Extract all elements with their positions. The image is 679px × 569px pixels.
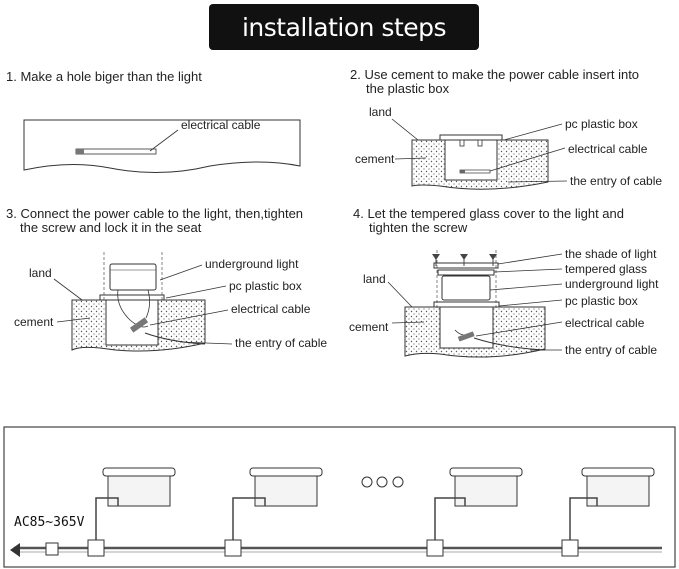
- leader-d2-cable: [489, 147, 566, 172]
- inline-connector: [45, 542, 59, 556]
- label-d2-box: pc plastic box: [565, 117, 638, 131]
- step-2-line1: 2. Use cement to make the power cable in…: [350, 67, 640, 82]
- leader-d3-cable: [149, 309, 229, 326]
- label-d3-land: land: [29, 266, 52, 280]
- cement-block-2: [411, 139, 549, 190]
- label-d1-cable: electrical cable: [181, 118, 261, 132]
- light-3: [109, 263, 157, 291]
- label-d3-light: underground light: [205, 257, 299, 271]
- step-3-line2: the screw and lock it in the seat: [20, 220, 202, 235]
- cable-end-icon: [10, 543, 20, 557]
- label-d3-cable: electrical cable: [231, 302, 311, 316]
- label-d4-land: land: [363, 272, 386, 286]
- wiring-frame: [3, 426, 676, 568]
- label-d2-cement: cement: [355, 152, 395, 166]
- leader-d4-box: [498, 299, 563, 307]
- leader-d4-cement: [391, 321, 425, 324]
- label-d3-cement: cement: [14, 315, 54, 329]
- step-3-diagram: [53, 252, 233, 352]
- leader-d4-cable: [475, 321, 563, 337]
- shade-4: [433, 262, 499, 269]
- box-rim-3: [99, 294, 165, 301]
- box-rim-2: [439, 134, 503, 141]
- step-2-text: 2. Use cement to make the power cable in…: [350, 68, 639, 96]
- leader-d4-shade: [497, 253, 563, 265]
- label-d4-glass: tempered glass: [565, 262, 648, 276]
- step-1-text: 1. Make a hole biger than the light: [6, 69, 202, 84]
- step-2-line2: the plastic box: [366, 81, 450, 96]
- label-d4-entry: the entry of cable: [565, 343, 658, 357]
- leader-d3-box: [165, 285, 227, 299]
- leader-d2-cement: [394, 157, 427, 160]
- label-d2-cable: electrical cable: [568, 142, 648, 156]
- leader-d4-light: [489, 283, 563, 291]
- leader-d3-entry: [179, 341, 233, 345]
- plastic-box-3: [105, 299, 159, 346]
- cement-block-3: [71, 299, 206, 352]
- screw-icon: [432, 254, 440, 266]
- step-4-diagram: [387, 250, 563, 358]
- cable-1-tip: [76, 149, 84, 154]
- hole-outline: [23, 119, 301, 174]
- ellipsis-circle: [376, 476, 388, 488]
- step-3-text: 3. Connect the power cable to the light,…: [6, 207, 303, 235]
- leader-d3-land: [53, 278, 83, 301]
- leader-d1-cable: [149, 129, 179, 152]
- screw-icon: [460, 254, 468, 266]
- plastic-box-4: [439, 306, 494, 349]
- label-d4-cable: electrical cable: [565, 316, 645, 330]
- leader-d2-entry: [507, 180, 568, 183]
- connector-3: [129, 317, 149, 333]
- leader-d4-glass: [493, 268, 563, 273]
- light-4: [441, 275, 491, 301]
- leader-d2-box: [503, 123, 563, 141]
- voltage-label: AC85~365V: [14, 515, 85, 530]
- label-d4-box: pc plastic box: [565, 294, 638, 308]
- leader-d4-land: [387, 281, 413, 308]
- step-3-line1: 3. Connect the power cable to the light,…: [6, 206, 304, 221]
- step-4-text: 4. Let the tempered glass cover to the l…: [353, 207, 624, 235]
- page-title: installation steps: [241, 12, 447, 42]
- wiring-diagram: [3, 426, 676, 568]
- ellipsis-circle: [392, 476, 404, 488]
- label-d3-box: pc plastic box: [229, 279, 302, 293]
- ellipsis-circle: [361, 476, 373, 488]
- label-d2-land: land: [369, 105, 392, 119]
- wire-3a: [117, 289, 149, 328]
- tempered-glass-4: [437, 269, 495, 276]
- box-rim-4: [433, 301, 500, 308]
- step-4-line1: 4. Let the tempered glass cover to the l…: [353, 206, 625, 221]
- lamp-unit-2: [224, 467, 323, 557]
- lamp-unit-1: [87, 467, 176, 557]
- label-d4-light: underground light: [565, 277, 659, 291]
- leader-d3-cement: [56, 317, 91, 323]
- label-d3-entry: the entry of cable: [235, 336, 328, 350]
- label-d4-cement: cement: [349, 320, 389, 334]
- step-1-diagram: [23, 119, 301, 174]
- cable-1: [75, 148, 157, 155]
- cable-4: [473, 337, 546, 351]
- label-d2-entry: the entry of cable: [570, 174, 663, 188]
- connector-4: [457, 331, 475, 342]
- step-4-line2: tighten the screw: [369, 220, 468, 235]
- lamp-unit-4: [561, 467, 655, 557]
- plastic-box-2: [444, 139, 498, 181]
- wire-3b: [145, 289, 150, 319]
- leader-d3-light: [159, 264, 203, 281]
- leader-d2-land: [391, 118, 419, 141]
- cable-3: [144, 332, 206, 345]
- title-banner: installation steps: [209, 4, 479, 50]
- lamp-unit-3: [426, 467, 523, 557]
- step-2-diagram: [391, 118, 568, 190]
- screw-icon: [489, 254, 497, 266]
- label-d4-shade: the shade of light: [565, 247, 657, 261]
